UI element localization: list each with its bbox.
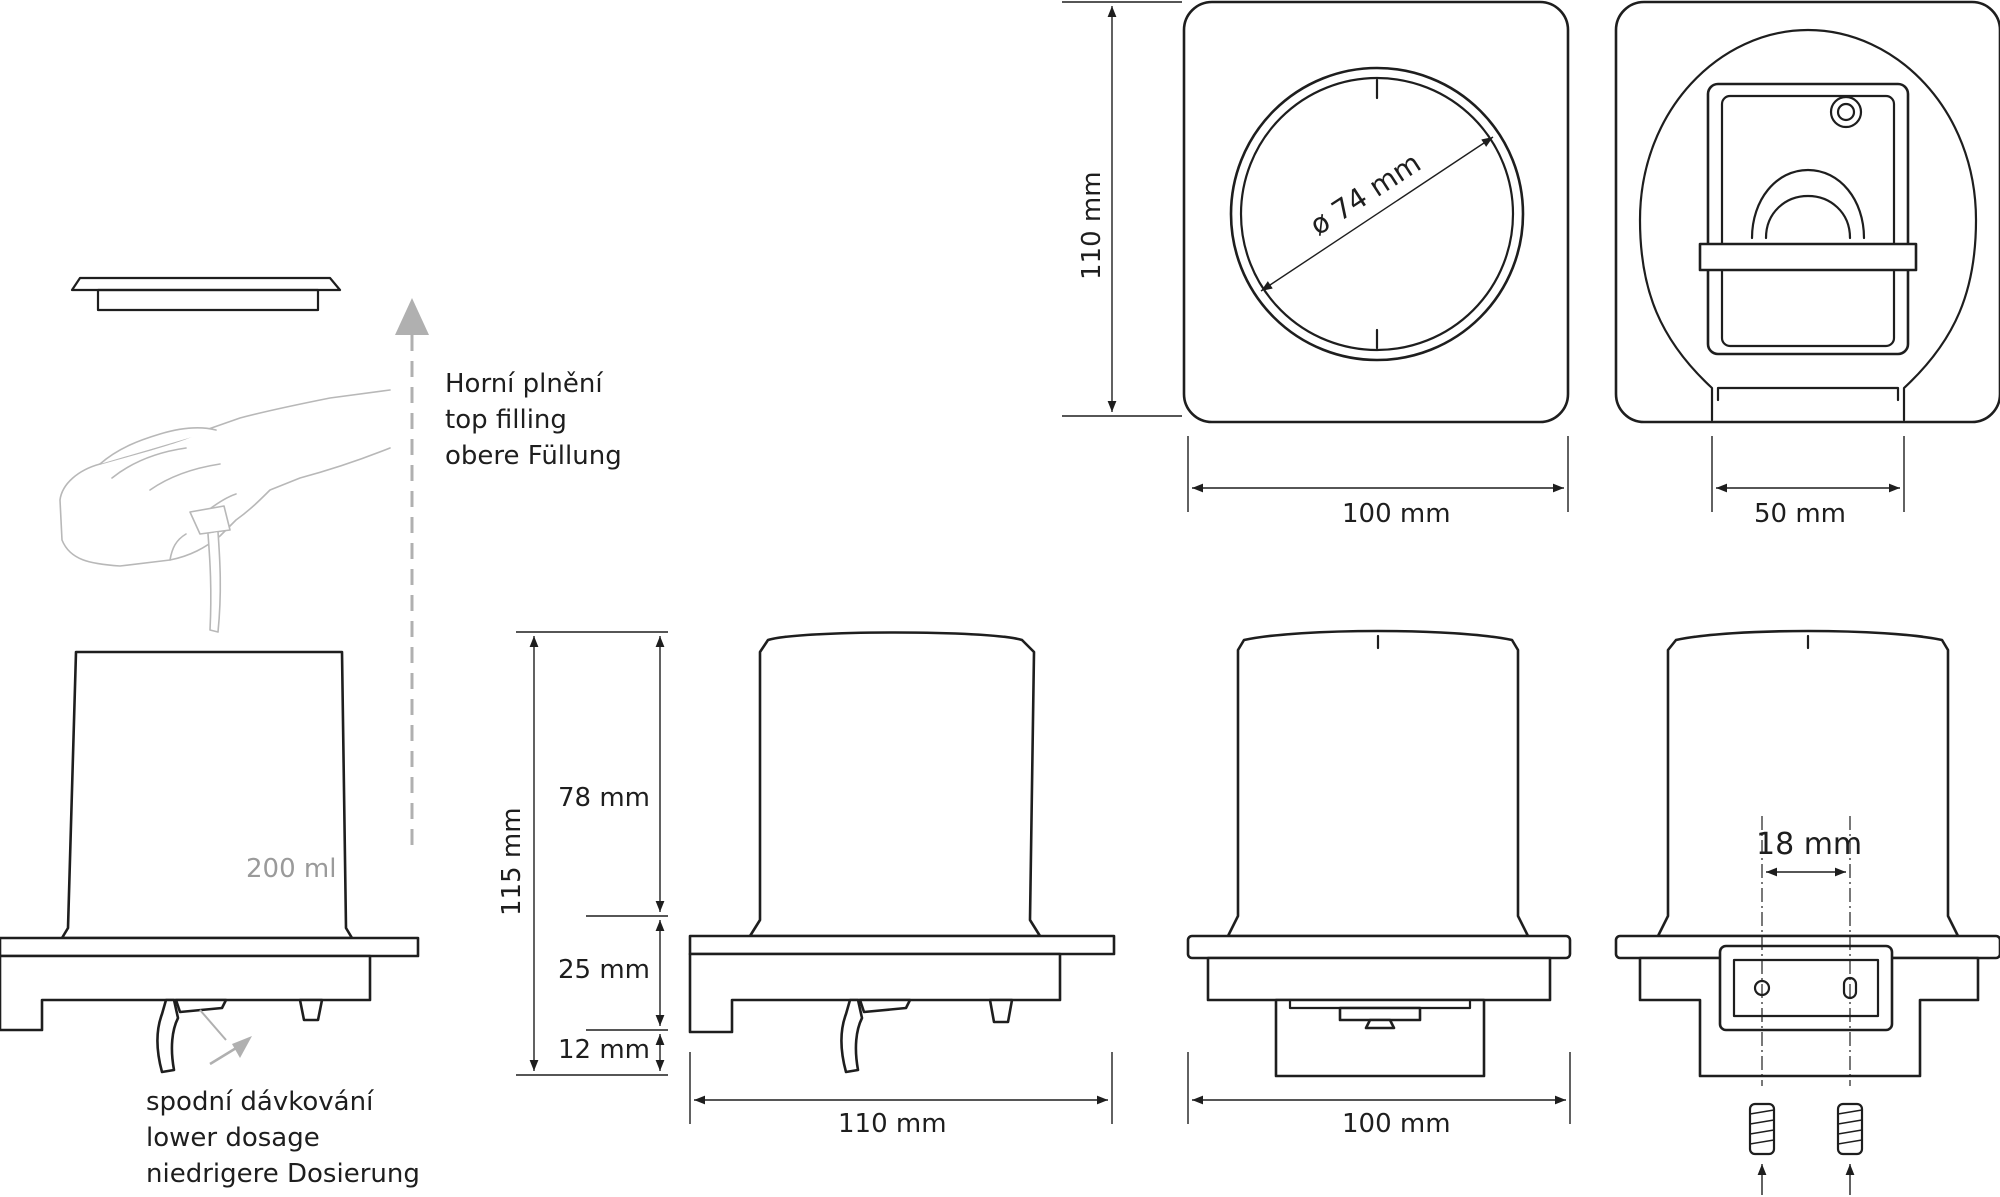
dim-hole-spacing: 18 mm (1756, 827, 1862, 862)
dim-width-side: 110 mm (838, 1109, 947, 1139)
screw-right-icon (1836, 1102, 1864, 1195)
lid-lifted (70, 276, 342, 312)
capacity-label: 200 ml (246, 854, 336, 884)
lower-dosage-label-cz: spodní dávkování (146, 1087, 374, 1117)
dim-container-height: 78 mm (558, 783, 650, 813)
back-plate (1614, 0, 2000, 424)
side-view: 115 mm 78 mm 25 mm 12 mm 110 mm (497, 631, 1116, 1139)
top-filling-label-en: top filling (445, 405, 567, 435)
lower-dosage-label-en: lower dosage (146, 1123, 320, 1153)
front-plate: ø 74 mm (1182, 0, 1570, 424)
top-view-plates: 110 mm ø 74 mm 100 mm (1062, 0, 2000, 529)
top-filling-label-cz: Horní plnění (445, 369, 603, 399)
dim-width-front: 100 mm (1342, 1109, 1451, 1139)
filling-illustration: Horní plnění top filling obere Füllung 2… (0, 276, 622, 1189)
up-arrow-icon (395, 298, 429, 845)
back-view: 18 mm (1614, 629, 2000, 1195)
dim-lever-height: 12 mm (558, 1035, 650, 1065)
dim-total-height: 115 mm (497, 807, 527, 916)
dispenser-left (0, 650, 420, 1074)
dim-width-front-plate: 100 mm (1342, 499, 1451, 529)
screw-left-icon (1748, 1102, 1776, 1195)
dim-base-height: 25 mm (558, 955, 650, 985)
front-view: 100 mm (1186, 629, 1572, 1139)
lower-dosage-label-de: niedrigere Dosierung (146, 1159, 420, 1189)
hand-pouring-icon (59, 389, 391, 633)
dispenser-side (688, 631, 1116, 1074)
mounting-bracket (1718, 944, 1894, 1032)
dim-height-top: 110 mm (1077, 171, 1107, 280)
top-filling-label-de: obere Füllung (445, 441, 622, 471)
dim-depth-back-plate: 50 mm (1754, 499, 1846, 529)
